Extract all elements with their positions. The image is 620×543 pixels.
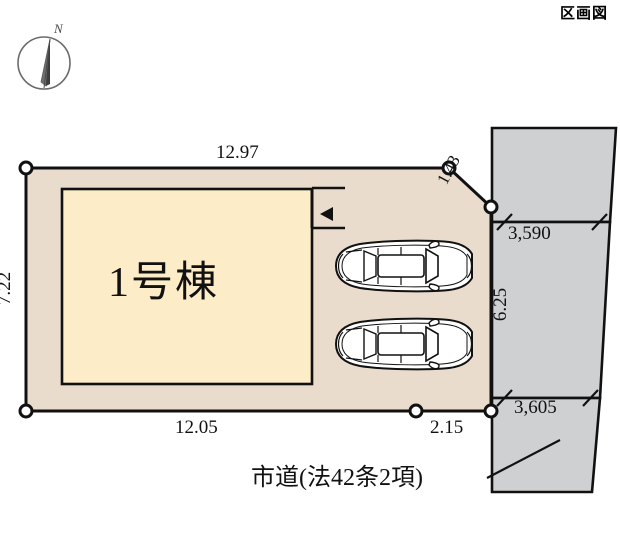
- dimension-left: 7.22: [0, 271, 16, 306]
- building-footprint: [60, 187, 314, 386]
- compass-rose: [17, 36, 71, 90]
- diagram-title: 区画図: [559, 5, 608, 22]
- dimension-bottom-right: 2.15: [430, 417, 464, 438]
- dimension-road-bottom: 3,605: [514, 397, 557, 418]
- compass-north-label: N: [54, 21, 63, 36]
- entrance-arrow-icon: [320, 207, 333, 221]
- road-label-leader: [486, 439, 561, 479]
- dimension-road-width: 6.25: [490, 287, 512, 322]
- parking-car-2: [335, 317, 473, 371]
- building-label: 1号棟: [108, 260, 220, 306]
- dimension-bottom-main: 12.05: [175, 417, 218, 438]
- road-dimension-ticks: [492, 213, 610, 407]
- road-label: 市道(法42条2項): [251, 465, 423, 491]
- dimension-road-top: 3,590: [508, 223, 551, 244]
- parking-car-1: [335, 239, 473, 293]
- entrance-marker: [310, 186, 345, 230]
- dimension-top: 12.97: [216, 142, 259, 163]
- corner-markers: [18, 160, 499, 419]
